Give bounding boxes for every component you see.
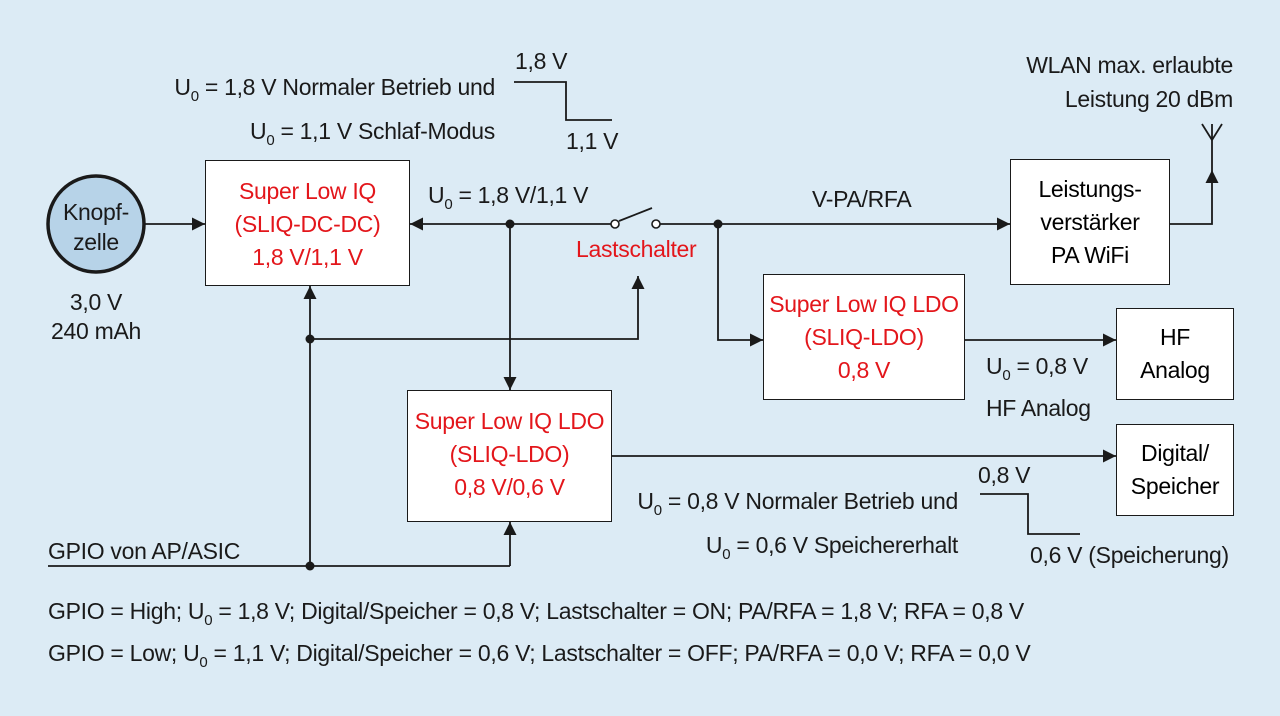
- text-span: verstärker: [1040, 209, 1140, 235]
- load-switch-label: Lastschalter: [576, 236, 697, 262]
- text-span: 3,0 V: [69, 289, 123, 315]
- text-span: Super Low IQ: [238, 178, 377, 204]
- text-span: 0: [190, 88, 199, 105]
- text-span: PA WiFi: [1051, 242, 1129, 268]
- text-span: 240 mAh: [51, 318, 141, 344]
- text-span: GPIO = Low; U: [48, 640, 200, 666]
- switch-contact: [610, 219, 620, 229]
- text-span: Super Low IQ LDO: [414, 408, 605, 434]
- ldo-hf-box: Super Low IQ LDO (SLIQ-LDO) 0,8 V: [763, 274, 965, 400]
- text-span: 0: [199, 654, 208, 671]
- waveform-dig-low-label: 0,6 V (Speicherung): [1030, 542, 1229, 568]
- junction-dot: [305, 334, 315, 344]
- text-span: zelle: [73, 229, 119, 255]
- text-span: = 0,6 V Speichererhalt: [730, 532, 958, 558]
- junction-dot: [305, 561, 315, 571]
- text-span: GPIO = High; U: [48, 598, 205, 624]
- dcdc-mode-note: U0 = 1,8 V Normaler Betrieb und U0 = 1,1…: [140, 70, 495, 158]
- ldo-digital-mode-note: U0 = 0,8 V Normaler Betrieb und U0 = 0,6…: [606, 484, 958, 572]
- switch-contact: [651, 219, 661, 229]
- text-span: Super Low IQ LDO: [769, 291, 959, 317]
- text-span: 0,8 V: [837, 357, 891, 383]
- text-span: 0: [204, 612, 213, 629]
- text-span: U: [174, 74, 191, 100]
- text-span: U: [705, 532, 723, 558]
- text-span: 0,8 V/0,6 V: [454, 474, 565, 500]
- hf-output-label: U0 = 0,8 V HF Analog: [986, 350, 1091, 424]
- vpa-rfa-label: V-PA/RFA: [812, 186, 912, 212]
- text-span: HF: [1159, 324, 1191, 350]
- text-span: 1,8 V/1,1 V: [252, 244, 363, 270]
- waveform-dig-high-label: 0,8 V: [978, 462, 1031, 488]
- text-span: Analog: [1140, 357, 1210, 383]
- text-span: = 1,1 V Schlaf-Modus: [274, 118, 495, 144]
- text-span: Knopf-: [63, 199, 129, 225]
- text-span: 0: [653, 502, 662, 519]
- battery-specs: 3,0 V 240 mAh: [36, 288, 156, 346]
- text-span: 0: [1002, 367, 1011, 384]
- text-span: Speicher: [1130, 473, 1220, 499]
- waveform-ldo-dig: [980, 493, 1080, 535]
- text-span: (SLIQ-LDO): [449, 441, 570, 467]
- ldo-digital-box: Super Low IQ LDO (SLIQ-LDO) 0,8 V/0,6 V: [407, 390, 612, 522]
- text-span: 0: [266, 132, 275, 149]
- load-switch-blade: [618, 207, 653, 222]
- hf-analog-box: HF Analog: [1116, 308, 1234, 400]
- text-span: 0: [722, 546, 731, 563]
- waveform-dcdc: [514, 81, 612, 121]
- footer-gpio-low: GPIO = Low; U0 = 1,1 V; Digital/Speicher…: [48, 640, 1031, 676]
- text-span: = 1,8 V/1,1 V: [452, 182, 589, 208]
- dcdc-converter-text: Super Low IQ (SLIQ-DC-DC) 1,8 V/1,1 V: [206, 175, 409, 274]
- junction-dot: [713, 219, 723, 229]
- text-span: = 0,8 V: [1010, 353, 1088, 379]
- text-span: = 1,8 V Normaler Betrieb und: [198, 74, 495, 100]
- text-span: Leistung 20 dBm: [1064, 86, 1233, 112]
- dcdc-converter-box: Super Low IQ (SLIQ-DC-DC) 1,8 V/1,1 V: [205, 160, 410, 286]
- text-span: (SLIQ-DC-DC): [234, 211, 381, 237]
- wlan-power-note: WLAN max. erlaubte Leistung 20 dBm: [990, 48, 1233, 116]
- text-span: Leistungs-: [1038, 176, 1142, 202]
- power-amplifier-text: Leistungs- verstärker PA WiFi: [1011, 173, 1169, 272]
- waveform-low-label: 1,1 V: [566, 128, 619, 154]
- text-span: U: [986, 353, 1003, 379]
- text-span: = 1,8 V; Digital/Speicher = 0,8 V; Lasts…: [212, 598, 1024, 624]
- digital-memory-text: Digital/ Speicher: [1117, 437, 1233, 503]
- wire-vpa-ldo-hf: [717, 224, 763, 347]
- gpio-label: GPIO von AP/ASIC: [48, 538, 241, 564]
- hf-analog-text: HF Analog: [1117, 321, 1233, 387]
- footer-gpio-high: GPIO = High; U0 = 1,8 V; Digital/Speiche…: [48, 598, 1024, 634]
- text-span: WLAN max. erlaubte: [1026, 52, 1233, 78]
- bus-voltage-label: U0 = 1,8 V/1,1 V: [428, 182, 588, 218]
- ldo-digital-text: Super Low IQ LDO (SLIQ-LDO) 0,8 V/0,6 V: [408, 405, 611, 504]
- button-cell-battery: [46, 174, 146, 274]
- text-span: HF Analog: [986, 395, 1091, 421]
- text-span: 0: [444, 196, 453, 213]
- wire-pa-antenna: [1170, 170, 1219, 225]
- junction-dot: [505, 219, 515, 229]
- ldo-hf-text: Super Low IQ LDO (SLIQ-LDO) 0,8 V: [764, 288, 964, 387]
- waveform-high-label: 1,8 V: [515, 48, 568, 74]
- text-span: U: [428, 182, 445, 208]
- wire-gpio-switch: [310, 276, 645, 340]
- battery-label: Knopf- zelle: [46, 197, 146, 257]
- text-span: (SLIQ-LDO): [804, 324, 924, 350]
- text-span: U: [637, 488, 654, 514]
- text-span: = 0,8 V Normaler Betrieb und: [661, 488, 958, 514]
- power-amplifier-box: Leistungs- verstärker PA WiFi: [1010, 159, 1170, 285]
- text-span: Digital/: [1141, 440, 1209, 466]
- text-span: U: [250, 118, 267, 144]
- digital-memory-box: Digital/ Speicher: [1116, 424, 1234, 516]
- text-span: = 1,1 V; Digital/Speicher = 0,6 V; Lasts…: [207, 640, 1031, 666]
